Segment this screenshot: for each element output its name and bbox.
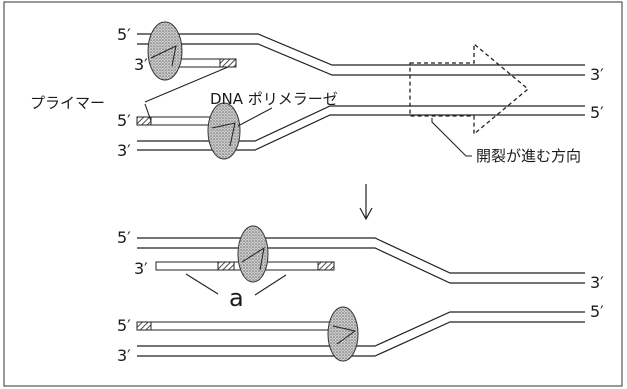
label-5prime-right: 5′ <box>590 103 604 122</box>
bottom-top-polymerase <box>237 225 269 283</box>
polymerase-label: DNA ポリメラーゼ <box>210 90 338 108</box>
bp-label-5prime-right: 5′ <box>590 302 604 321</box>
label-5prime-top-left: 5′ <box>117 25 131 44</box>
top-primer <box>219 58 237 68</box>
leading-primer <box>136 321 152 331</box>
primer-leader-bottom <box>144 103 152 122</box>
polymerase-leader <box>237 107 273 127</box>
primer-label: プライマー <box>30 94 105 112</box>
lower-polymerase <box>207 102 241 160</box>
top-template-strand-outer <box>137 33 585 66</box>
top-panel: 5′ 3′ 5′ 3′ 3′ 5′ プライマー DNA ポリメラーゼ 開裂が進む… <box>30 21 604 165</box>
down-arrow <box>359 184 373 221</box>
bp-label-3prime-bottom-left: 3′ <box>117 346 131 365</box>
bottom-lower-polymerase <box>327 306 359 362</box>
top-polymerase <box>147 21 183 81</box>
direction-leader <box>431 118 472 157</box>
label-3prime-primer-left: 3′ <box>134 55 148 74</box>
label-5prime-lower-left: 5′ <box>117 111 131 130</box>
direction-label: 開裂が進む方向 <box>476 147 581 165</box>
lower-new-strand <box>150 116 216 126</box>
okazaki-primer-2 <box>317 261 335 271</box>
leading-new-strand <box>150 321 342 331</box>
fragment-label-a: a <box>229 284 244 312</box>
okazaki-primer-1 <box>217 261 235 271</box>
bp-label-3prime-right: 3′ <box>590 273 604 292</box>
okazaki-fragment-1 <box>155 261 219 271</box>
label-3prime-right: 3′ <box>590 65 604 84</box>
label-3prime-bottom-left: 3′ <box>117 141 131 160</box>
bp-label-5prime-lower-left: 5′ <box>117 316 131 335</box>
bottom-template-strand-outer <box>137 105 585 142</box>
a-leader-left <box>185 273 219 295</box>
bottom-panel: 5′ 3′ 3′ 5′ 3′ 5′ a <box>117 225 604 365</box>
primer-leader-top <box>144 66 229 103</box>
bottom-panel-lower-outer <box>137 311 585 347</box>
fork-direction-arrow <box>409 42 530 136</box>
a-leader-right <box>254 274 287 296</box>
bp-label-3prime-left: 3′ <box>134 259 148 278</box>
bp-label-5prime-top-left: 5′ <box>117 228 131 247</box>
top-template-strand-inner <box>137 43 585 76</box>
figure-frame <box>3 1 623 387</box>
lower-primer <box>136 116 152 126</box>
bottom-template-strand-inner <box>137 114 585 151</box>
bottom-panel-lower-inner <box>137 321 585 357</box>
